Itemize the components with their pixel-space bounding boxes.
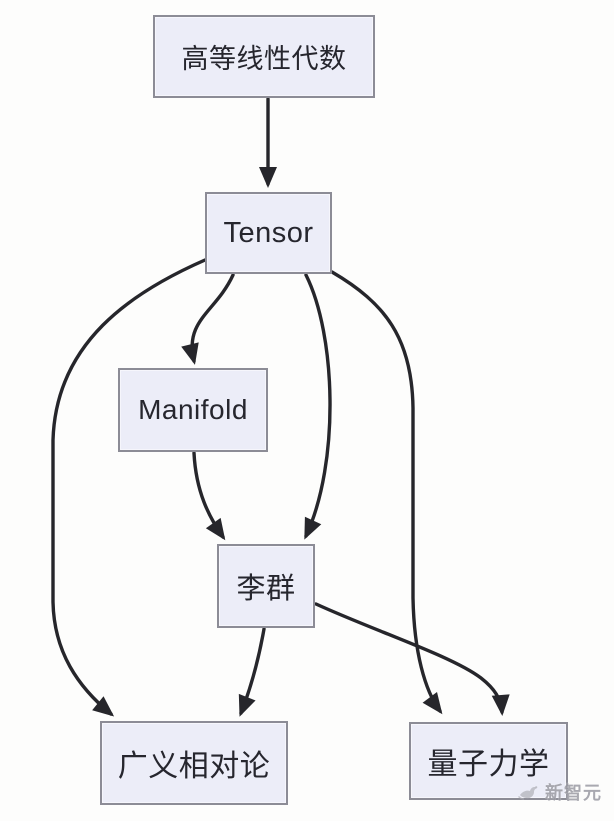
node-label: Tensor [223, 216, 314, 249]
edge-lie-group-to-quantum-mechanics [314, 602, 510, 716]
node-lie-group: 李群 [217, 544, 315, 628]
node-label: 广义相对论 [117, 750, 271, 783]
node-label: 李群 [236, 573, 296, 605]
node-general-relativity: 广义相对论 [100, 721, 288, 805]
node-advanced-linear-algebra: 高等线性代数 [153, 15, 375, 98]
edge-lie-group-to-general-relativity [238, 627, 266, 717]
edge-tensor-to-lie-group [304, 273, 332, 540]
edge-tensor-to-general-relativity [51, 258, 207, 717]
node-label: 高等线性代数 [181, 44, 347, 74]
watermark: 新智元 [517, 779, 602, 805]
watermark-text: 新智元 [545, 783, 602, 803]
edge-tensor-to-quantum-mechanics [330, 270, 443, 715]
bird-logo-icon [517, 781, 541, 803]
node-quantum-mechanics: 量子力学 [409, 722, 568, 800]
node-tensor: Tensor [205, 192, 332, 274]
edge-manifold-to-lie-group [192, 451, 226, 541]
edge-tensor-to-manifold [181, 273, 235, 365]
node-label: 量子力学 [427, 748, 550, 781]
node-manifold: Manifold [118, 368, 268, 452]
node-label: Manifold [138, 394, 248, 425]
